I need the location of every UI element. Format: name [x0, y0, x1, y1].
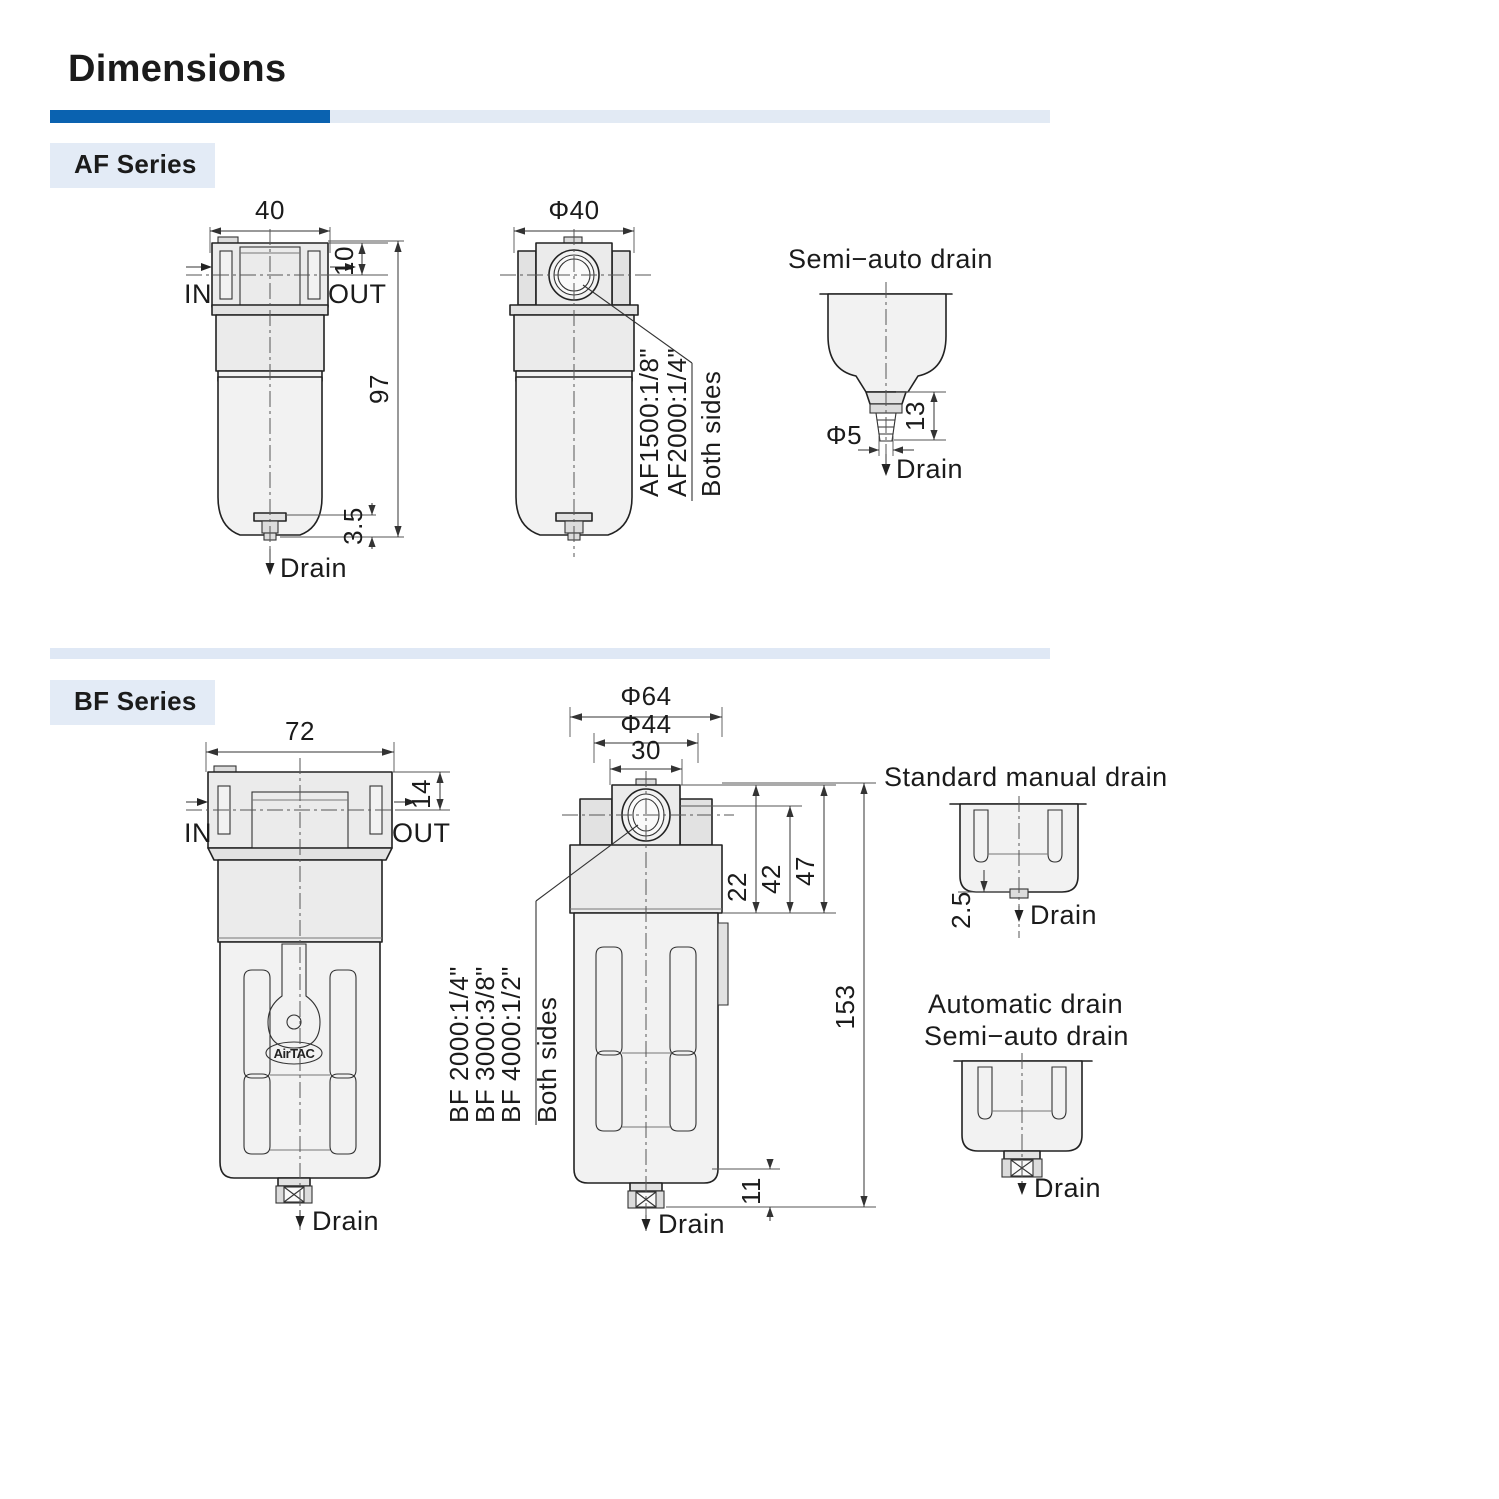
heading-bf-manual-drain: Standard manual drain [884, 762, 1168, 792]
label-bf-manual-drain: Drain [1030, 900, 1097, 930]
dim-label-af-cap: 10 [329, 246, 359, 276]
dim-bf-manual-25: 2.5 [946, 870, 1010, 929]
figure-bf-front-view: 72 [150, 710, 490, 1240]
figure-af-drain-detail: Semi−auto drain [780, 240, 1080, 490]
dim-label-af-drain-13: 13 [900, 401, 930, 431]
dim-label-af-height: 97 [364, 374, 394, 404]
note-bf2000: BF 2000:1/4" [444, 966, 474, 1123]
note-bf-both-sides: Both sides [532, 997, 562, 1123]
dim-af-drain-d5: Φ5 [826, 420, 914, 456]
dim-label-bf-22: 22 [722, 872, 752, 902]
bf-auto-drain-bowl [953, 1060, 1093, 1178]
bf-port-out: OUT [392, 798, 451, 848]
bf-front-drain: Drain [295, 1206, 379, 1236]
dim-bf-47: 47 [680, 784, 836, 914]
dim-label-bf-153: 153 [830, 985, 860, 1030]
note-af2000: AF2000:1/4" [662, 348, 692, 497]
title-rule-accent [50, 110, 330, 123]
section-divider [50, 648, 1050, 659]
dim-af-cap: 10 [328, 242, 388, 276]
label-bf-front-drain: Drain [312, 1206, 379, 1236]
dim-label-bf-30: 30 [631, 735, 661, 765]
dim-label-bf-d44: Φ44 [620, 709, 671, 739]
section-label-af: AF Series [50, 143, 215, 188]
heading-bf-auto-drain-2: Semi−auto drain [924, 1021, 1129, 1051]
dim-bf-d64: Φ64 [569, 681, 723, 737]
note-af1500: AF1500:1/8" [634, 348, 664, 497]
dim-label-bf-width: 72 [285, 716, 315, 746]
dim-label-bf-47: 47 [790, 856, 820, 886]
label-af-out: OUT [328, 279, 387, 309]
figure-bf-side-view: Φ64 Φ44 30 [444, 675, 900, 1240]
bf-side-drain: Drain [641, 1209, 725, 1239]
brand-logo-airtac: AirTAC [274, 1046, 316, 1061]
dim-bf-153: 153 [666, 782, 876, 1208]
dim-label-bf-42: 42 [756, 864, 786, 894]
dim-bf-30: 30 [609, 735, 683, 785]
af-drain-detail-drain: Drain [881, 454, 963, 484]
dim-label-af-width: 40 [255, 195, 285, 225]
figure-bf-auto-drain: Automatic drain Semi−auto drain [900, 985, 1220, 1215]
figure-af-side-view: Φ40 [480, 185, 800, 595]
section-label-bf: BF Series [50, 680, 215, 725]
label-af-in: IN [184, 279, 212, 309]
af-port-leader [582, 284, 693, 501]
label-af-drain-detail-drain: Drain [896, 454, 963, 484]
heading-bf-auto-drain-1: Automatic drain [928, 989, 1123, 1019]
af-port-out: OUT [328, 263, 387, 309]
dim-label-af-drain-d5: Φ5 [826, 420, 862, 450]
note-bf4000: BF 4000:1/2" [496, 966, 526, 1123]
bf-auto-drain-label: Drain [1017, 1173, 1101, 1203]
dim-af-diameter: Φ40 [513, 195, 635, 253]
figure-af-front-view: 40 [150, 185, 450, 595]
dim-bf-width: 72 [205, 716, 395, 772]
dim-bf-d44: Φ44 [593, 709, 699, 763]
label-af-front-drain: Drain [280, 553, 347, 583]
label-bf-in: IN [184, 818, 212, 848]
figure-bf-manual-drain: Standard manual drain 2.5 [880, 760, 1200, 960]
dim-af-height: 97 [290, 240, 404, 538]
bf-manual-drain-label: Drain [1014, 900, 1097, 930]
dim-af-base: 3.5 [280, 503, 376, 549]
bf-port-in: IN [184, 798, 212, 848]
dim-label-bf-11: 11 [736, 1177, 766, 1205]
bf-side-body [569, 778, 729, 1209]
bf-manual-drain-bowl [949, 803, 1087, 899]
dim-af-drain-13: 13 [894, 391, 946, 441]
label-bf-side-drain: Drain [658, 1209, 725, 1239]
dim-label-bf-d64: Φ64 [620, 681, 671, 711]
dim-label-af-diameter: Φ40 [548, 195, 599, 225]
page-title: Dimensions [68, 48, 287, 90]
label-bf-out: OUT [392, 818, 451, 848]
af-front-drain: Drain [265, 549, 347, 583]
heading-af-semi-auto-drain: Semi−auto drain [788, 244, 993, 274]
dim-label-bf-manual-25: 2.5 [946, 891, 976, 929]
dim-bf-11: 11 [666, 1159, 780, 1221]
label-bf-auto-drain: Drain [1034, 1173, 1101, 1203]
dim-bf-cap: 14 [392, 771, 450, 811]
dim-label-af-base: 3.5 [338, 507, 368, 545]
bf-port-leader [535, 824, 639, 1125]
note-af-both-sides: Both sides [696, 371, 726, 497]
af-port-in: IN [184, 263, 212, 309]
note-bf3000: BF 3000:3/8" [470, 966, 500, 1123]
dim-label-bf-cap: 14 [406, 779, 436, 809]
